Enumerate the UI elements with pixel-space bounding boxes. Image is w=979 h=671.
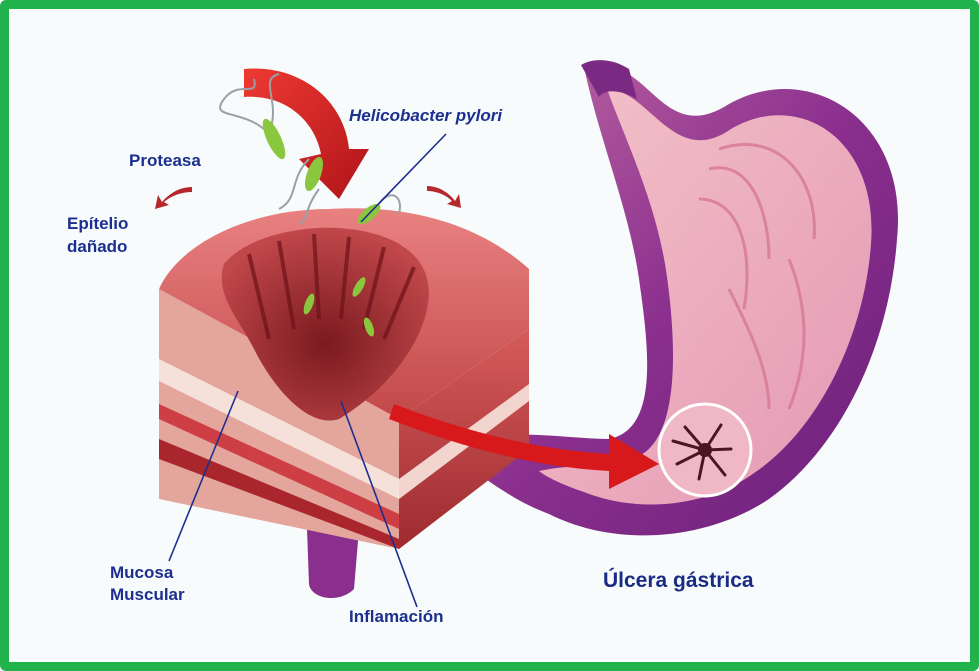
duodenum [307, 529, 359, 598]
bacterium-1 [258, 116, 289, 162]
label-mucosa-line1: Mucosa [110, 562, 173, 583]
label-inflamacion: Inflamación [349, 606, 443, 627]
protease-arrow-right [427, 186, 461, 208]
label-ulcera: Úlcera gástrica [603, 568, 754, 593]
protease-arrow-left [155, 187, 192, 209]
ulcer-core [698, 443, 712, 457]
label-epitelio-line2: dañado [67, 236, 127, 257]
label-proteasa: Proteasa [129, 150, 201, 171]
label-mucosa-line2: Muscular [110, 584, 185, 605]
tissue-block [159, 208, 529, 549]
label-epitelio-line1: Epítelio [67, 213, 128, 234]
leader-helicobacter [361, 134, 446, 222]
label-helicobacter: Helicobacter pylori [349, 105, 502, 126]
